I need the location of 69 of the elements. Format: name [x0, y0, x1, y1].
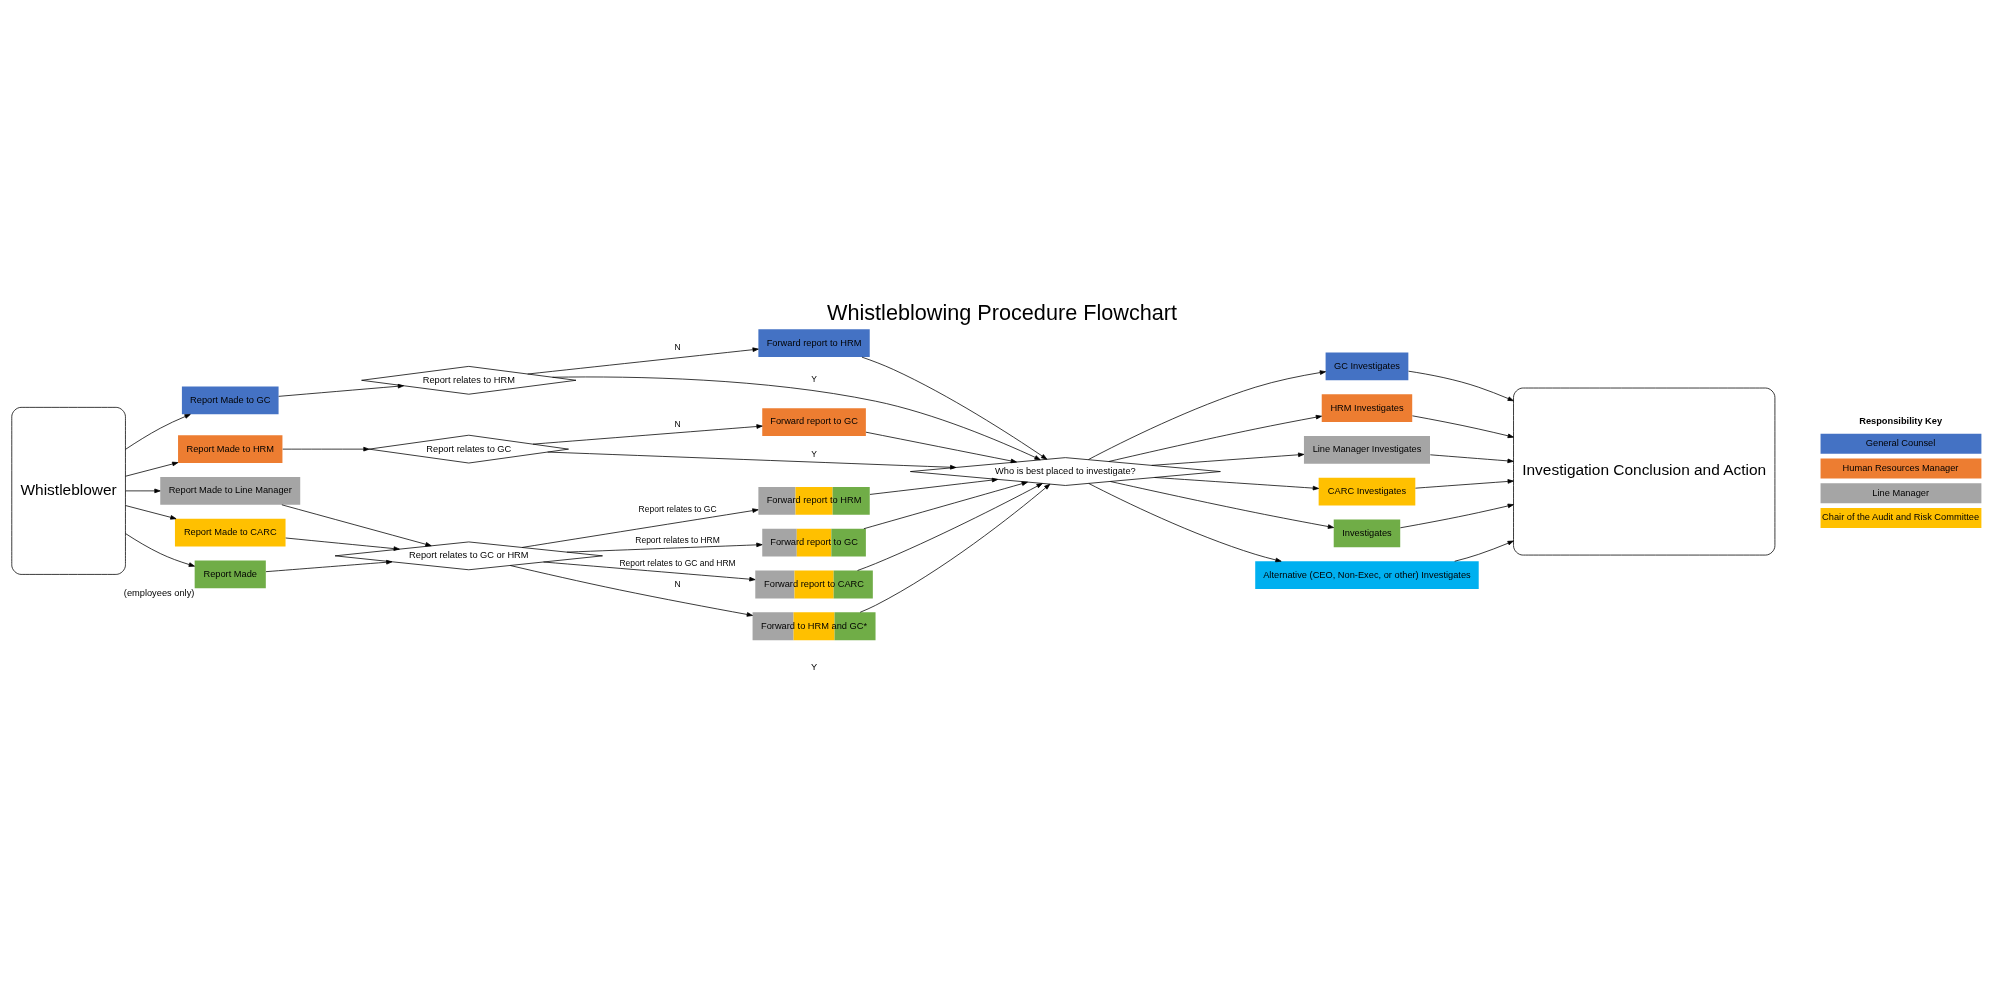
- edge-label: Report relates to HRM: [635, 535, 720, 546]
- edge-label: Y: [811, 373, 817, 384]
- node-box: Report Made to Line Manager: [160, 476, 301, 505]
- legend-label: General Counsel: [1865, 438, 1936, 449]
- edge-label: Report relates to GC: [638, 504, 717, 515]
- edge-label: N: [674, 341, 681, 352]
- node-box: Report Made: [194, 560, 266, 589]
- edge-label: N: [674, 418, 681, 429]
- arrow: [1412, 415, 1514, 439]
- arrow: [285, 537, 400, 551]
- arrow: [1429, 454, 1514, 464]
- arrow: [547, 451, 957, 470]
- arrow: [1088, 370, 1326, 460]
- node-box: Report Made to HRM: [178, 435, 283, 464]
- arrow: [863, 481, 1028, 530]
- arrow: [282, 446, 370, 452]
- node-box: CARC Investigates: [1318, 477, 1416, 506]
- arrow: [1110, 481, 1334, 529]
- node-diamond: Report relates to HRM: [361, 366, 577, 395]
- label: Y: [810, 662, 818, 673]
- arrow: [125, 461, 179, 477]
- arrow: [1454, 540, 1514, 562]
- legend-label: Human Resources Manager: [1842, 462, 1959, 473]
- arrow: [265, 559, 393, 573]
- node-box: Alternative (CEO, Non-Exec, or other) Investigates: [1255, 561, 1479, 590]
- legend-label: Line Manager: [1872, 487, 1930, 498]
- label: Responsibility Key: [1859, 416, 1943, 427]
- node-box: Investigation Conclusion and Action: [1513, 387, 1776, 556]
- arrow: [527, 347, 759, 375]
- legend-label: Chair of the Audit and Risk Committee: [1822, 512, 1980, 523]
- arrow: [1108, 414, 1322, 462]
- arrow: [1400, 503, 1514, 529]
- arrow: [1151, 452, 1305, 466]
- node-box: Report Made to GC: [181, 386, 279, 415]
- arrow: [281, 504, 432, 547]
- arrow: [543, 561, 756, 582]
- arrow: [125, 533, 195, 567]
- arrow: [278, 383, 404, 397]
- node-box: Forward report to GC: [762, 408, 866, 436]
- arrow: [1154, 477, 1319, 491]
- arrow: [532, 424, 763, 445]
- edge-label: N: [674, 579, 681, 590]
- node-box: Line Manager Investigates: [1303, 436, 1430, 464]
- arrow: [509, 565, 753, 617]
- arrow: [552, 376, 1041, 461]
- node-box: Forward report to HRM: [758, 329, 870, 358]
- node-box: Investigates: [1333, 519, 1401, 548]
- arrow: [865, 431, 1017, 464]
- arrow: [125, 414, 191, 450]
- arrow: [861, 356, 1048, 460]
- arrow: [1408, 370, 1514, 402]
- arrow: [869, 477, 998, 495]
- edge-label: Y: [811, 449, 817, 460]
- node-box: GC Investigates: [1325, 352, 1409, 381]
- arrow: [859, 483, 1051, 613]
- node-box: Report Made to CARC: [174, 518, 286, 547]
- node-diamond: Report relates to GC: [368, 434, 569, 464]
- arrow: [125, 505, 177, 520]
- arrow: [566, 542, 763, 553]
- arrow: [521, 508, 759, 548]
- arrow: [125, 488, 161, 494]
- node-box: HRM Investigates: [1321, 394, 1413, 423]
- arrow: [1415, 479, 1514, 489]
- arrow: [1088, 483, 1282, 563]
- arrow: [857, 483, 1043, 571]
- diagram-title: Whistleblowing Procedure Flowchart: [826, 299, 1178, 325]
- node-label: (employees only): [123, 587, 195, 598]
- node-box: Whistleblower: [11, 406, 126, 575]
- edge-label: Report relates to GC and HRM: [619, 557, 736, 568]
